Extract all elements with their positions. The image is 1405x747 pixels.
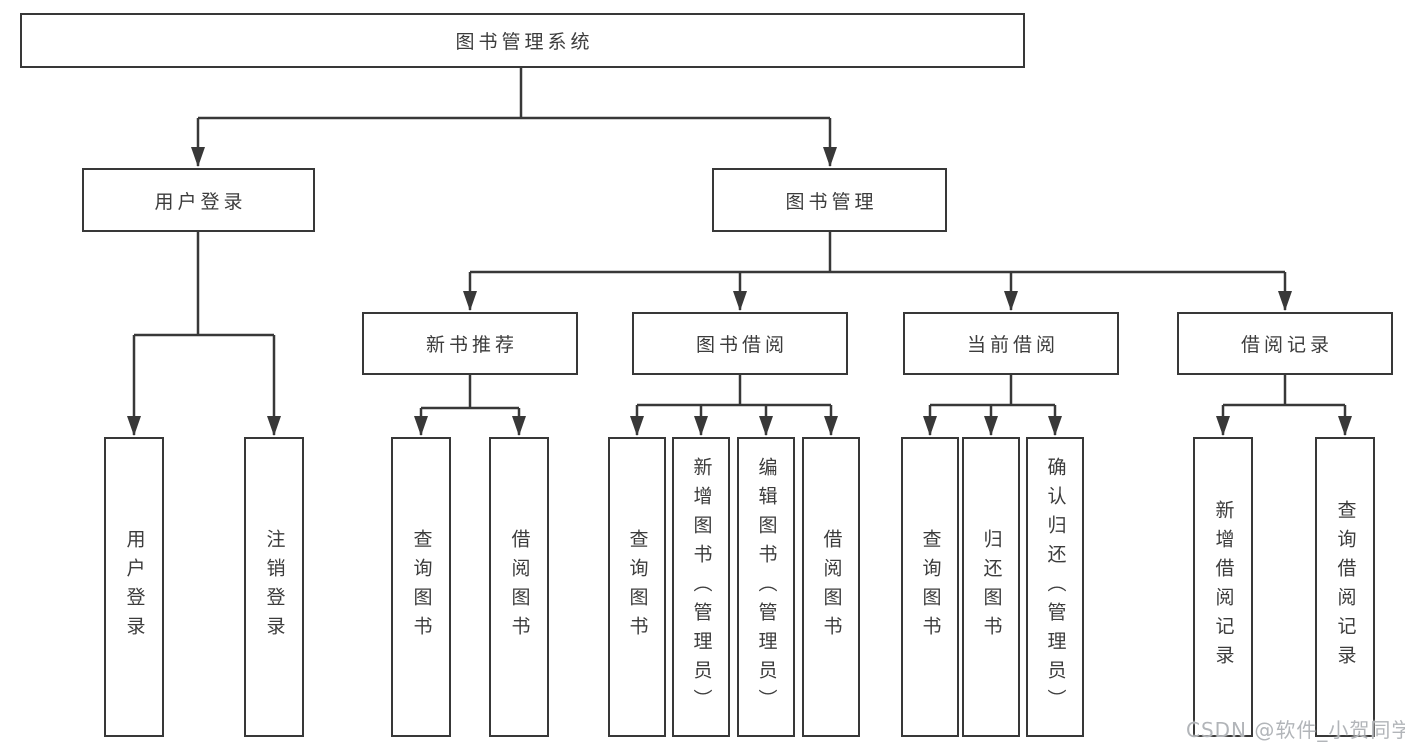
leaf-confirm-return-admin-label: 确认归还（管理员）	[1044, 456, 1067, 718]
leaf-query-books-current-label: 查询图书	[919, 529, 942, 645]
leaf-borrow-books: 借阅图书	[802, 437, 860, 737]
leaf-borrow-books-recommend: 借阅图书	[489, 437, 549, 737]
leaf-logout-login: 注销登录	[244, 437, 304, 737]
node-root: 图书管理系统	[20, 13, 1025, 68]
node-user-login: 用户登录	[82, 168, 315, 232]
node-current-borrow: 当前借阅	[903, 312, 1119, 375]
leaf-borrow-books-label: 借阅图书	[820, 529, 843, 645]
leaf-confirm-return-admin: 确认归还（管理员）	[1026, 437, 1084, 737]
leaf-user-login: 用户登录	[104, 437, 164, 737]
node-borrow-records: 借阅记录	[1177, 312, 1393, 375]
leaf-borrow-books-recommend-label: 借阅图书	[508, 529, 531, 645]
leaf-edit-books-admin-label: 编辑图书（管理员）	[755, 456, 778, 718]
leaf-query-books-recommend: 查询图书	[391, 437, 451, 737]
node-root-label: 图书管理系统	[455, 31, 594, 53]
leaf-query-books-current: 查询图书	[901, 437, 959, 737]
leaf-return-books-label: 归还图书	[980, 529, 1003, 645]
leaf-query-books-borrow-label: 查询图书	[626, 529, 649, 645]
leaf-query-borrow-record: 查询借阅记录	[1315, 437, 1375, 737]
leaf-query-books-borrow: 查询图书	[608, 437, 666, 737]
node-new-book-recommend: 新书推荐	[362, 312, 578, 375]
watermark: CSDN @软件_小贺同学	[1186, 718, 1405, 742]
leaf-return-books: 归还图书	[962, 437, 1020, 737]
leaf-add-borrow-record: 新增借阅记录	[1193, 437, 1253, 737]
leaf-query-borrow-record-label: 查询借阅记录	[1334, 500, 1357, 674]
node-book-borrow: 图书借阅	[632, 312, 848, 375]
leaf-logout-login-label: 注销登录	[263, 529, 286, 645]
leaf-user-login-label: 用户登录	[123, 529, 146, 645]
node-new-book-recommend-label: 新书推荐	[425, 334, 518, 356]
leaf-add-books-admin: 新增图书（管理员）	[672, 437, 730, 737]
node-book-management: 图书管理	[712, 168, 947, 232]
leaf-add-books-admin-label: 新增图书（管理员）	[690, 456, 713, 718]
node-current-borrow-label: 当前借阅	[966, 334, 1059, 356]
leaf-query-books-recommend-label: 查询图书	[410, 529, 433, 645]
node-book-borrow-label: 图书借阅	[695, 334, 788, 356]
leaf-add-borrow-record-label: 新增借阅记录	[1212, 500, 1235, 674]
node-user-login-label: 用户登录	[154, 190, 247, 213]
leaf-edit-books-admin: 编辑图书（管理员）	[737, 437, 795, 737]
node-borrow-records-label: 借阅记录	[1240, 334, 1333, 356]
node-book-management-label: 图书管理	[785, 190, 878, 213]
